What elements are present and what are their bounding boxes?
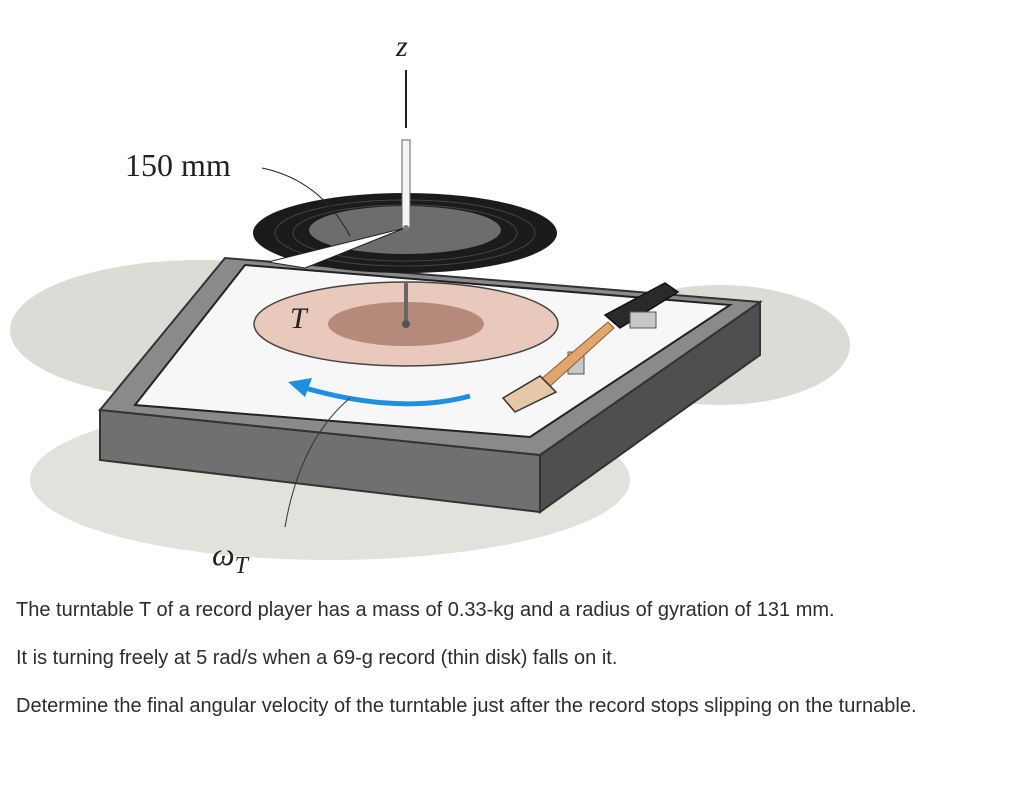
omega-subscript: T (235, 553, 250, 579)
omega-leader-line (284, 397, 351, 528)
problem-line-3: Determine the final angular velocity of … (16, 695, 917, 717)
rotation-arrow-icon (288, 378, 471, 407)
problem-line-1: The turntable T of a record player has a… (16, 599, 835, 621)
problem-statement: The turntable T of a record player has a… (16, 592, 1006, 736)
turntable-diagram: z 150 mm T ωT (10, 30, 850, 579)
turntable-label: T (290, 302, 309, 335)
problem-line-2: It is turning freely at 5 rad/s when a 6… (16, 647, 618, 669)
spindle-base (402, 320, 410, 328)
spindle-top (403, 225, 409, 231)
tonearm-icon (501, 282, 680, 413)
omega-symbol: ω (212, 536, 235, 572)
z-axis-label: z (395, 30, 408, 63)
turntable-figure: z 150 mm T ωT (10, 30, 850, 579)
radius-wedge (267, 227, 406, 269)
omega-label: ωT (212, 536, 250, 579)
spindle-upper (401, 139, 411, 229)
radius-label: 150 mm (125, 147, 231, 183)
radius-leader-line (261, 167, 351, 237)
